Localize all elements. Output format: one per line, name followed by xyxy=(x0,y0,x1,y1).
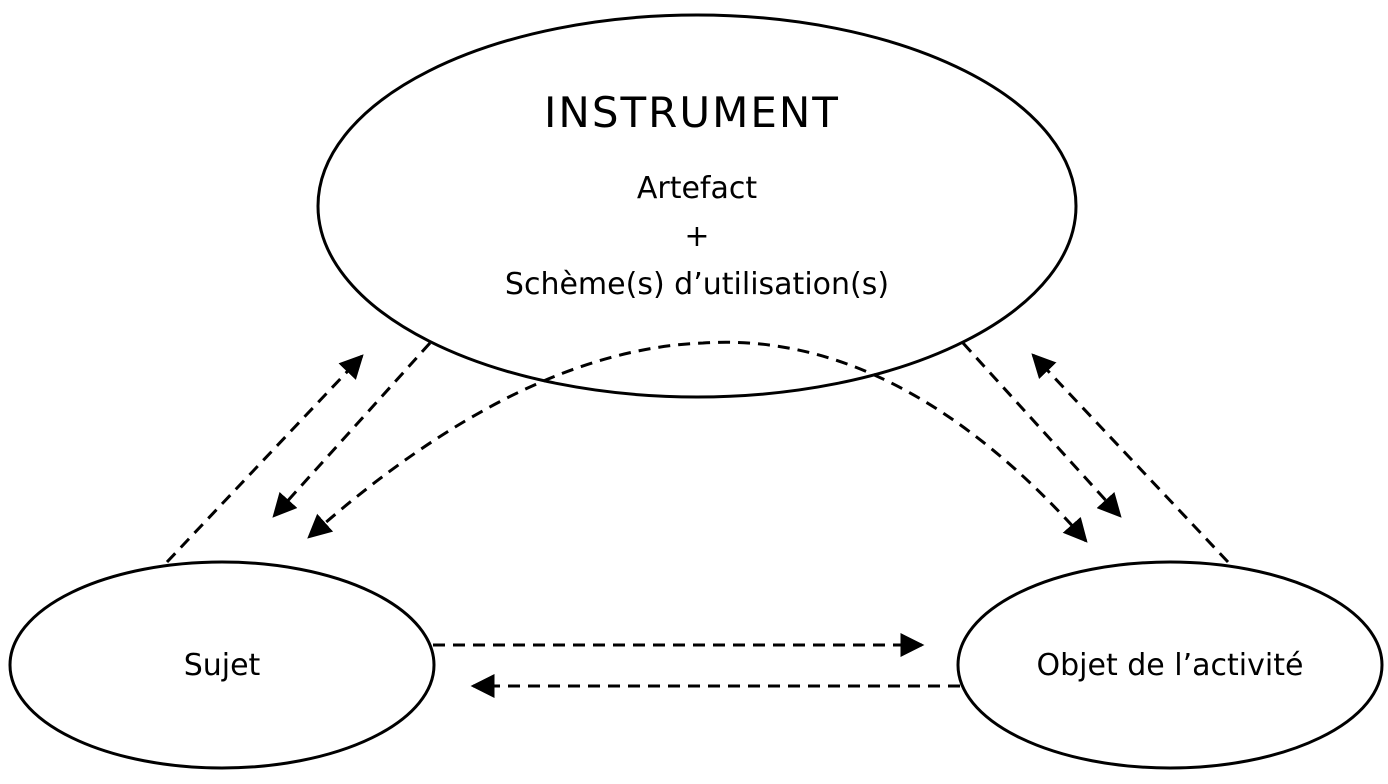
node-object: Objet de l’activité xyxy=(956,560,1384,770)
object-label: Objet de l’activité xyxy=(1037,648,1304,683)
edge-object-to-instrument xyxy=(1031,353,1230,564)
node-instrument: INSTRUMENT Artefact + Schème(s) d’utilis… xyxy=(316,13,1078,399)
edge-subject-to-instrument xyxy=(165,354,364,564)
instrument-ellipse xyxy=(316,13,1078,399)
subject-label: Sujet xyxy=(184,648,261,683)
edge-object-to-subject-arc xyxy=(307,340,1088,543)
instrument-line-schemes: Schème(s) d’utilisation(s) xyxy=(505,267,889,302)
object-ellipse xyxy=(956,560,1384,770)
instrument-title: INSTRUMENT xyxy=(544,88,840,137)
edge-instrument-to-object xyxy=(961,341,1122,518)
connectors xyxy=(165,340,1230,698)
subject-ellipse xyxy=(8,560,436,770)
instrument-line-plus: + xyxy=(684,219,709,254)
node-subject: Sujet xyxy=(8,560,436,770)
edge-instrument-to-subject xyxy=(272,341,432,518)
instrument-line-artefact: Artefact xyxy=(637,171,758,206)
